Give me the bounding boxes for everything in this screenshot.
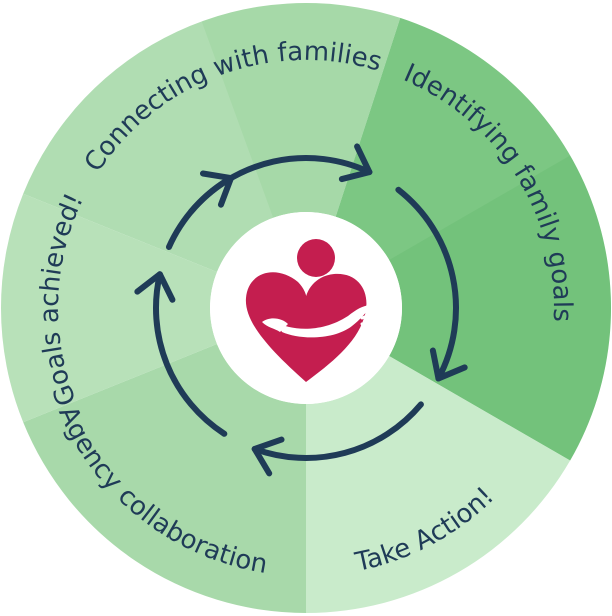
logo-heart: [245, 272, 367, 382]
cycle-arrow-2: [395, 186, 459, 382]
logo-head: [297, 239, 335, 277]
cycle-arrows: [134, 143, 468, 477]
wheel-segments: [1, 3, 612, 613]
segment-5-shade: [1, 193, 217, 423]
cycle-arrowhead-5: [199, 170, 234, 208]
segment-2: [335, 17, 612, 461]
segment-5: [1, 193, 217, 423]
cycle-arrowhead-4: [134, 271, 176, 303]
segment-3: [306, 356, 571, 613]
cycle-arrowhead-1: [338, 143, 373, 183]
logo-left-hand: [262, 318, 288, 332]
cycle-arrowhead-2: [429, 347, 468, 382]
segment-4-shade: [23, 343, 307, 613]
cycle-arrow-3: [251, 401, 424, 461]
segment-4: [23, 343, 307, 613]
cycle-arrow-5: [165, 175, 234, 250]
segment-2-shade: [389, 155, 611, 461]
logo-right-fingers: [358, 300, 380, 326]
segment-1-shade: [23, 21, 274, 273]
cycle-arrowhead-3: [251, 436, 285, 477]
cycle-arrow-4: [153, 271, 228, 437]
logo-embrace-arm: [276, 305, 372, 338]
heart-embrace-logo: [245, 239, 380, 382]
segment-1: [23, 3, 401, 273]
